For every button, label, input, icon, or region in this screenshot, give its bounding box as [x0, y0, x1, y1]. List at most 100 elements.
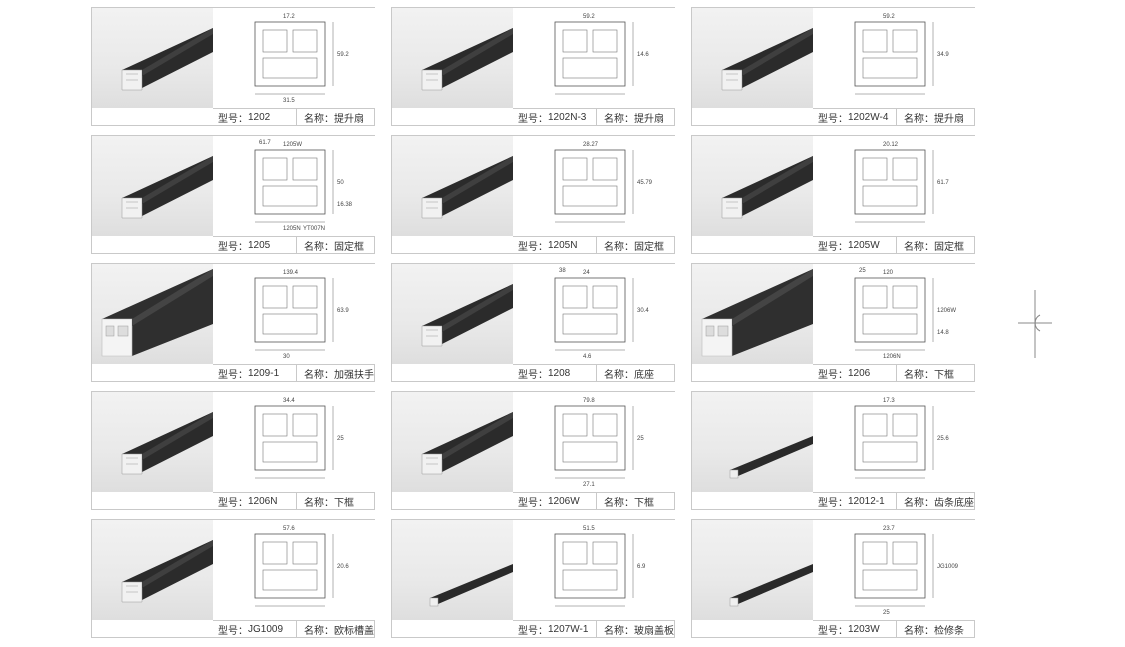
name-prefix: 名称： [604, 114, 634, 125]
name-field: 名称：提升扇 [597, 110, 664, 125]
model-number: 1202 [248, 112, 271, 123]
name-prefix: 名称： [904, 370, 934, 381]
product-info: 型号：1209-1 名称：加强扶手 [213, 364, 375, 382]
model-number: JG1009 [248, 624, 284, 635]
product-photo [392, 520, 513, 620]
model-prefix: 型号： [518, 370, 548, 381]
dimension-label: 139.4 [283, 270, 299, 276]
name-prefix: 名称： [304, 626, 334, 637]
dimension-label: 1205W [283, 142, 302, 148]
name-field: 名称：下框 [597, 494, 654, 509]
name-field: 名称：下框 [897, 366, 954, 381]
model-prefix: 型号： [818, 498, 848, 509]
model-prefix: 型号： [518, 498, 548, 509]
name-prefix: 名称： [604, 498, 634, 509]
product-name: 提升扇 [934, 114, 964, 125]
name-prefix: 名称： [904, 498, 934, 509]
product-name: 检修条 [934, 626, 964, 637]
dimension-label: 59.2 [337, 52, 349, 58]
product-info: 型号：1202 名称：提升扇 [213, 108, 375, 126]
product-info: 型号：1208 名称：底座 [513, 364, 675, 382]
name-field: 名称：提升扇 [897, 110, 964, 125]
product-photo [692, 392, 813, 492]
product-photo [692, 8, 813, 108]
name-field: 名称：检修条 [897, 622, 964, 637]
model-field: 型号：1206N [213, 493, 297, 510]
model-field: 型号：1207W-1 [513, 621, 597, 638]
model-field: 型号：JG1009 [213, 621, 297, 638]
product-name: 提升扇 [334, 114, 364, 125]
dimension-label: 25 [637, 436, 644, 442]
dimension-label: 50 [337, 180, 344, 186]
dimension-label: 61.7 [937, 180, 949, 186]
model-field: 型号：1206 [813, 365, 897, 382]
dimension-label: 45.79 [637, 180, 653, 186]
dimension-label: 23.7 [883, 526, 895, 532]
product-name: 提升扇 [634, 114, 664, 125]
model-field: 型号：1202N-3 [513, 109, 597, 126]
name-prefix: 名称： [604, 626, 634, 637]
name-prefix: 名称： [904, 626, 934, 637]
model-field: 型号：1205N [513, 237, 597, 254]
name-prefix: 名称： [304, 370, 334, 381]
model-number: 1209-1 [248, 368, 280, 379]
product-photo [692, 264, 813, 364]
product-name: 下框 [634, 498, 654, 509]
dimension-label: 57.6 [283, 526, 295, 532]
dimension-label: 61.7 [259, 140, 271, 146]
model-prefix: 型号： [218, 370, 248, 381]
dimension-label: 14.6 [637, 52, 649, 58]
product-info: 型号：12012-1 名称：齿条底座 [813, 492, 975, 510]
product-photo [92, 264, 213, 364]
product-photo [692, 136, 813, 236]
model-prefix: 型号： [218, 626, 248, 637]
name-field: 名称：底座 [597, 366, 654, 381]
product-name: 欧标槽盖 [334, 626, 374, 637]
product-info: 型号：1205N 名称：固定框 [513, 236, 675, 254]
model-prefix: 型号： [518, 626, 548, 637]
name-prefix: 名称： [304, 114, 334, 125]
name-field: 名称：下框 [297, 494, 354, 509]
model-number: 1205N [548, 240, 578, 251]
model-field: 型号：1206W [513, 493, 597, 510]
dimension-label: 120 [883, 270, 894, 276]
product-info: 型号：1205 名称：固定框 [213, 236, 375, 254]
model-prefix: 型号： [818, 370, 848, 381]
model-number: 12012-1 [848, 496, 885, 507]
dimension-label: 1206W [937, 308, 956, 314]
model-field: 型号：1209-1 [213, 365, 297, 382]
crosshair-icon [1018, 290, 1052, 358]
name-field: 名称：提升扇 [297, 110, 364, 125]
model-field: 型号：1203W [813, 621, 897, 638]
product-info: 型号：1207W-1 名称：玻扇盖板 [513, 620, 675, 638]
dimension-label: JG1009 [937, 564, 959, 570]
name-prefix: 名称： [604, 242, 634, 253]
dimension-label: 38 [559, 268, 566, 274]
product-name: 固定框 [634, 242, 664, 253]
product-photo [692, 520, 813, 620]
dimension-label: 17.2 [283, 14, 295, 20]
model-number: 1207W-1 [548, 624, 589, 635]
